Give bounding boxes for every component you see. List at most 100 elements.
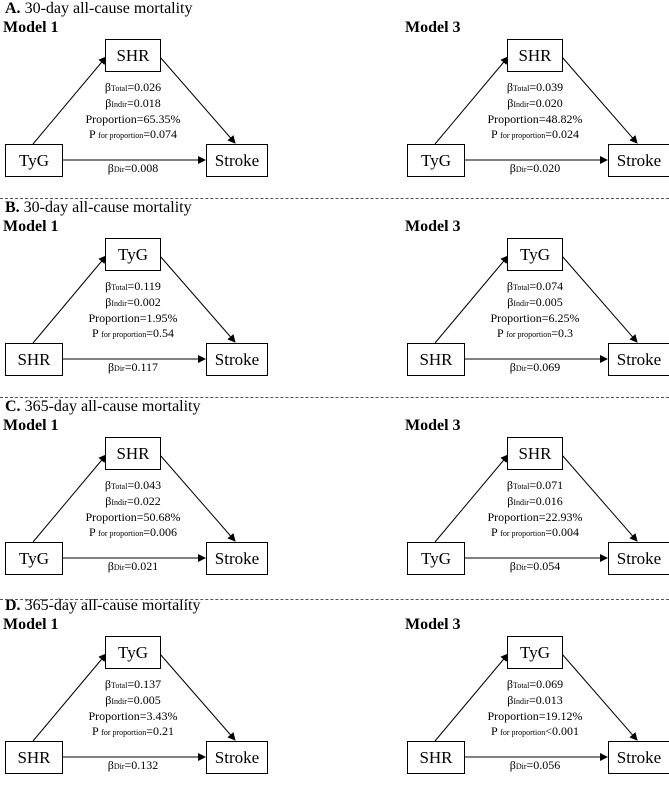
arrow-mediator-to-outcome [561, 255, 638, 343]
mediation-model: Model 1 SHR TyG Stroke βTotal=0.043 βInd… [3, 398, 273, 597]
model-title: Model 1 [3, 417, 59, 434]
beta-indirect: βIndir=0.020 [507, 96, 563, 110]
proportion-mediated: Proportion=6.25% [490, 311, 580, 325]
section-c: C. 365-day all-cause mortality Model 1 S… [0, 398, 669, 597]
beta-direct: βDir=0.054 [509, 559, 561, 573]
beta-direct: βDir=0.132 [107, 758, 159, 772]
path-arrows [434, 653, 638, 761]
beta-indirect: βIndir=0.022 [105, 494, 161, 508]
mediation-model: Model 1 SHR TyG Stroke βTotal=0.026 βInd… [3, 0, 273, 199]
outcome-box: Stroke [206, 144, 268, 177]
section-title: D. 365-day all-cause mortality [5, 597, 201, 615]
arrow-exposure-to-mediator [32, 653, 107, 742]
effect-stats: βTotal=0.074 βIndir=0.005 Proportion=6.2… [445, 279, 625, 342]
beta-indirect: βIndir=0.002 [105, 295, 161, 309]
model-title: Model 1 [3, 19, 59, 36]
outcome-box: Stroke [608, 144, 669, 177]
path-arrows [32, 255, 236, 363]
mediator-box: TyG [507, 238, 563, 271]
exposure-box: SHR [5, 343, 63, 376]
beta-total: βTotal=0.069 [506, 677, 564, 691]
arrow-exposure-to-mediator [434, 653, 509, 742]
beta-total: βTotal=0.074 [506, 279, 564, 293]
section-title-text: 30-day all-cause mortality [19, 199, 192, 216]
arrow-mediator-to-outcome [561, 653, 638, 741]
proportion-mediated: Proportion=65.35% [85, 112, 181, 126]
exposure-box: TyG [5, 144, 63, 177]
arrow-mediator-to-outcome [561, 454, 638, 542]
arrow-exposure-to-mediator [434, 255, 509, 344]
beta-total: βTotal=0.026 [104, 80, 162, 94]
section-divider [0, 599, 669, 600]
section-letter: A. [5, 0, 21, 17]
beta-indirect: βIndir=0.005 [105, 693, 161, 707]
section-divider [0, 397, 669, 398]
outcome-box: Stroke [206, 542, 268, 575]
proportion-mediated: Proportion=1.95% [88, 311, 178, 325]
effect-stats: βTotal=0.071 βIndir=0.016 Proportion=22.… [445, 478, 625, 541]
effect-stats: βTotal=0.119 βIndir=0.002 Proportion=1.9… [43, 279, 223, 342]
section-b: B. 30-day all-cause mortality Model 1 Ty… [0, 199, 669, 398]
p-for-proportion: P for proportion=0.024 [490, 127, 580, 141]
section-title-text: 365-day all-cause mortality [20, 398, 201, 415]
section-title-text: 365-day all-cause mortality [20, 597, 201, 614]
p-for-proportion: P for proportion=0.21 [91, 724, 175, 738]
effect-stats: βTotal=0.043 βIndir=0.022 Proportion=50.… [43, 478, 223, 541]
effect-stats: βTotal=0.069 βIndir=0.013 Proportion=19.… [445, 677, 625, 740]
section-d: D. 365-day all-cause mortality Model 1 T… [0, 597, 669, 796]
beta-total: βTotal=0.071 [506, 478, 564, 492]
section-a: A. 30-day all-cause mortality Model 1 SH… [0, 0, 669, 199]
beta-total: βTotal=0.137 [104, 677, 162, 691]
arrow-exposure-to-mediator [32, 454, 107, 543]
path-arrows [434, 255, 638, 363]
arrow-exposure-to-mediator [32, 56, 107, 145]
beta-direct: βDir=0.008 [107, 161, 159, 175]
beta-total: βTotal=0.039 [506, 80, 564, 94]
p-for-proportion: P for proportion=0.54 [91, 326, 175, 340]
mediator-box: SHR [507, 39, 563, 72]
beta-indirect: βIndir=0.018 [105, 96, 161, 110]
proportion-mediated: Proportion=50.68% [85, 510, 181, 524]
effect-stats: βTotal=0.137 βIndir=0.005 Proportion=3.4… [43, 677, 223, 740]
exposure-box: SHR [407, 343, 465, 376]
mediation-model: Model 1 TyG SHR Stroke βTotal=0.137 βInd… [3, 597, 273, 796]
section-title: A. 30-day all-cause mortality [5, 0, 193, 18]
section-letter: C. [5, 398, 21, 415]
exposure-box: TyG [5, 542, 63, 575]
proportion-mediated: Proportion=3.43% [88, 709, 178, 723]
mediator-box: TyG [507, 636, 563, 669]
beta-direct: βDir=0.056 [509, 758, 561, 772]
mediator-box: TyG [105, 238, 161, 271]
mediation-model: Model 3 TyG SHR Stroke βTotal=0.069 βInd… [405, 597, 669, 796]
path-arrows [32, 56, 236, 164]
arrow-mediator-to-outcome [561, 56, 638, 144]
path-arrows [32, 653, 236, 761]
mediator-box: TyG [105, 636, 161, 669]
arrow-mediator-to-outcome [159, 454, 236, 542]
mediator-box: SHR [507, 437, 563, 470]
path-arrows [434, 454, 638, 562]
mediation-model: Model 1 TyG SHR Stroke βTotal=0.119 βInd… [3, 199, 273, 398]
beta-direct: βDir=0.021 [107, 559, 159, 573]
exposure-box: SHR [5, 741, 63, 774]
exposure-box: TyG [407, 144, 465, 177]
path-arrows [434, 56, 638, 164]
beta-total: βTotal=0.119 [105, 279, 161, 293]
beta-indirect: βIndir=0.005 [507, 295, 563, 309]
p-for-proportion: P for proportion=0.004 [490, 525, 580, 539]
outcome-box: Stroke [608, 343, 669, 376]
beta-indirect: βIndir=0.016 [507, 494, 563, 508]
p-for-proportion: P for proportion=0.074 [88, 127, 178, 141]
section-title: B. 30-day all-cause mortality [5, 199, 192, 217]
outcome-box: Stroke [206, 343, 268, 376]
mediation-model: Model 3 SHR TyG Stroke βTotal=0.071 βInd… [405, 398, 669, 597]
p-for-proportion: P for proportion=0.3 [496, 326, 574, 340]
proportion-mediated: Proportion=22.93% [487, 510, 583, 524]
beta-direct: βDir=0.020 [509, 161, 561, 175]
p-for-proportion: P for proportion=0.006 [88, 525, 178, 539]
exposure-box: SHR [407, 741, 465, 774]
beta-total: βTotal=0.043 [104, 478, 162, 492]
model-title: Model 3 [405, 218, 461, 235]
outcome-box: Stroke [608, 542, 669, 575]
mediation-model: Model 3 SHR TyG Stroke βTotal=0.039 βInd… [405, 0, 669, 199]
